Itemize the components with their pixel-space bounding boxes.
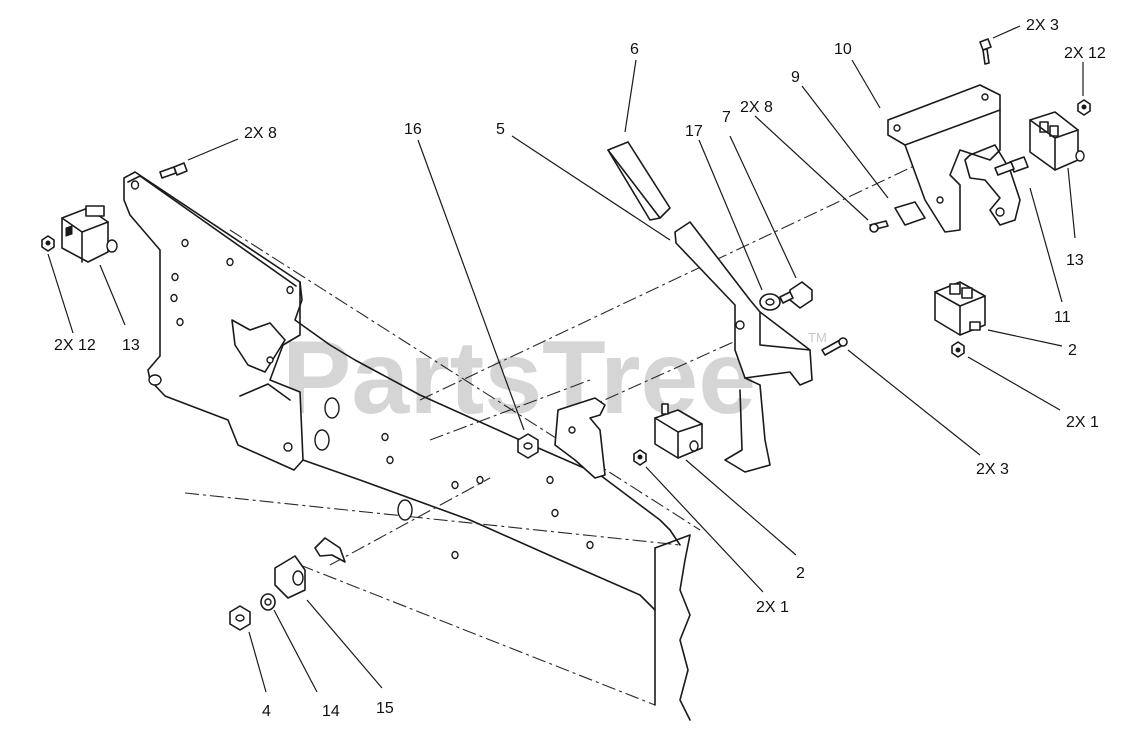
callout-2x3-top: 2X 3	[1026, 17, 1059, 34]
callout-2x12-left: 2X 12	[54, 337, 96, 354]
callout-2-bottom: 2	[796, 565, 805, 582]
spring-clip	[894, 201, 926, 226]
callout-17: 17	[685, 123, 703, 140]
callout-11: 11	[1054, 309, 1071, 326]
callout-16: 16	[404, 121, 422, 138]
washer-17	[759, 293, 781, 311]
left-nut	[41, 235, 55, 252]
callout-labels: 2X 3 2X 12 10 6 9 2X 8 7 17 5 16 2X 8 13…	[54, 17, 1106, 720]
center-switch	[654, 403, 703, 459]
callout-2x1-right: 2X 1	[1066, 414, 1099, 431]
left-interlock-switch	[61, 205, 118, 263]
right-top-switch	[1029, 111, 1085, 171]
center-nut	[633, 449, 647, 466]
bottom-nut-4	[229, 605, 251, 631]
bolt-11	[994, 156, 1029, 176]
left-screw	[159, 162, 188, 179]
callout-13-top-right: 13	[1066, 252, 1084, 269]
bottom-washer-14	[260, 593, 276, 611]
wire-clip	[314, 537, 346, 563]
center-bracket	[554, 397, 606, 479]
right-top-nut	[1077, 99, 1091, 116]
callout-2x12-top-right: 2X 12	[1064, 45, 1106, 62]
top-screw	[979, 38, 992, 65]
callout-2x8-mid: 2X 8	[740, 99, 773, 116]
callout-2x3-right: 2X 3	[976, 461, 1009, 478]
leader-lines	[47, 25, 1084, 693]
control-lever	[674, 221, 813, 473]
center-nut-16	[517, 433, 539, 459]
watermark-trademark: TM	[808, 330, 827, 345]
callout-2x8-left: 2X 8	[244, 125, 277, 142]
bushing-15	[274, 555, 306, 599]
right-mid-screw	[821, 337, 848, 356]
right-lower-nut	[951, 341, 965, 358]
shoulder-bolt	[779, 281, 813, 309]
handle-grip	[607, 141, 671, 221]
callout-7: 7	[722, 109, 731, 126]
callout-9: 9	[791, 69, 800, 86]
right-lower-switch	[934, 281, 986, 336]
callout-5: 5	[496, 121, 505, 138]
callout-14: 14	[322, 703, 340, 720]
callout-2x1-bottom: 2X 1	[756, 599, 789, 616]
callout-13-left: 13	[122, 337, 140, 354]
callout-2-right: 2	[1068, 342, 1077, 359]
callout-6: 6	[630, 41, 639, 58]
callout-10: 10	[834, 41, 852, 58]
lower-frame-panel	[294, 281, 691, 721]
assembly-centerlines	[184, 129, 991, 706]
callout-4: 4	[262, 703, 271, 720]
callout-15: 15	[376, 700, 394, 717]
left-mounting-plate	[123, 171, 304, 471]
right-screw-8	[869, 220, 889, 233]
